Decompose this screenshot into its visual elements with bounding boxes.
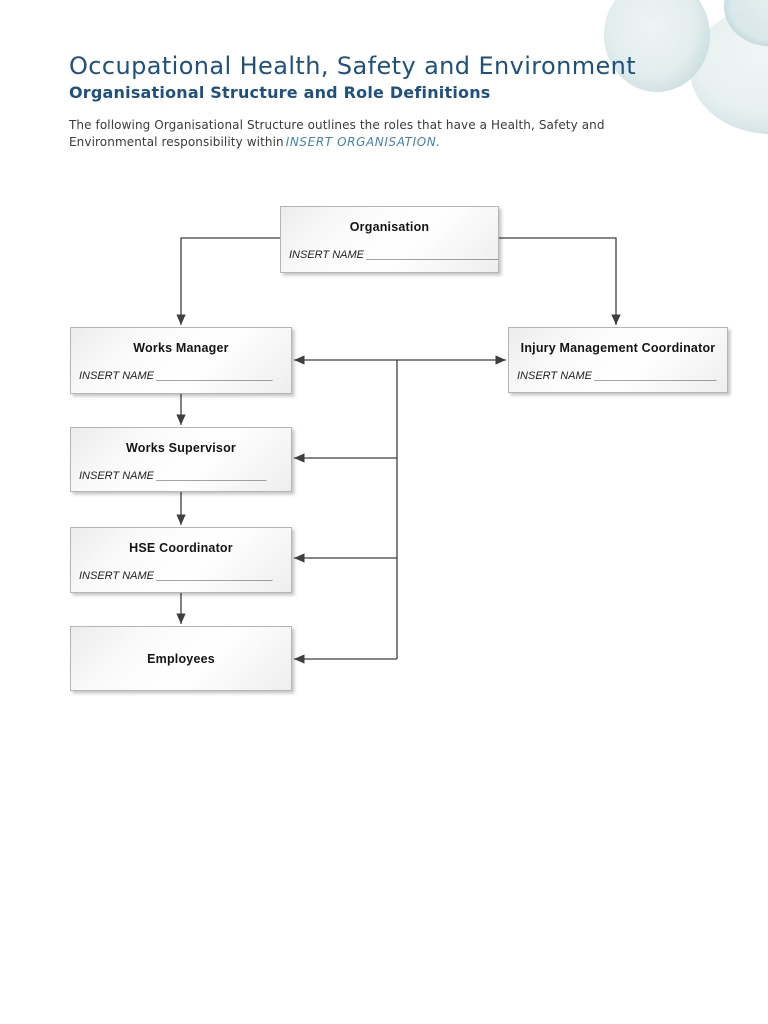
insert-organisation-placeholder: INSERT ORGANISATION. (285, 134, 441, 149)
bubble-decoration-icon (604, 0, 710, 92)
org-node-works-manager: Works Manager INSERT NAME ______________… (70, 327, 292, 394)
insert-name-line: INSERT NAME __________________ (79, 470, 268, 482)
insert-name-line: INSERT NAME _______________________ (289, 249, 498, 261)
insert-name-line: INSERT NAME ___________________ (79, 570, 274, 582)
org-node-works-supervisor: Works Supervisor INSERT NAME ___________… (70, 427, 292, 492)
page-subtitle: Organisational Structure and Role Defini… (69, 83, 491, 102)
intro-paragraph: The following Organisational Structure o… (69, 117, 605, 150)
page-title: Occupational Health, Safety and Environm… (69, 52, 637, 80)
org-node-organisation: Organisation INSERT NAME _______________… (280, 206, 499, 273)
edge-organisation-to-works-manager (176, 237, 280, 325)
node-title: Employees (147, 651, 215, 666)
intro-line-1: The following Organisational Structure o… (69, 118, 605, 132)
node-title: Works Supervisor (126, 441, 236, 455)
org-node-employees: Employees (70, 626, 292, 691)
node-title: Works Manager (133, 341, 229, 355)
org-node-hse-coordinator: HSE Coordinator INSERT NAME ____________… (70, 527, 292, 593)
insert-name-line: INSERT NAME ___________________ (79, 370, 274, 382)
node-title: Organisation (349, 220, 430, 234)
insert-name-line: INSERT NAME ____________________ (517, 370, 718, 382)
org-node-injury-management-coordinator: Injury Management Coordinator INSERT NAM… (508, 327, 728, 393)
node-title: Injury Management Coordinator (520, 341, 716, 355)
node-title: HSE Coordinator (129, 541, 233, 555)
edge-organisation-to-injury-coordinator (499, 237, 621, 325)
intro-line-2-text: Environmental responsibility within (69, 134, 284, 149)
